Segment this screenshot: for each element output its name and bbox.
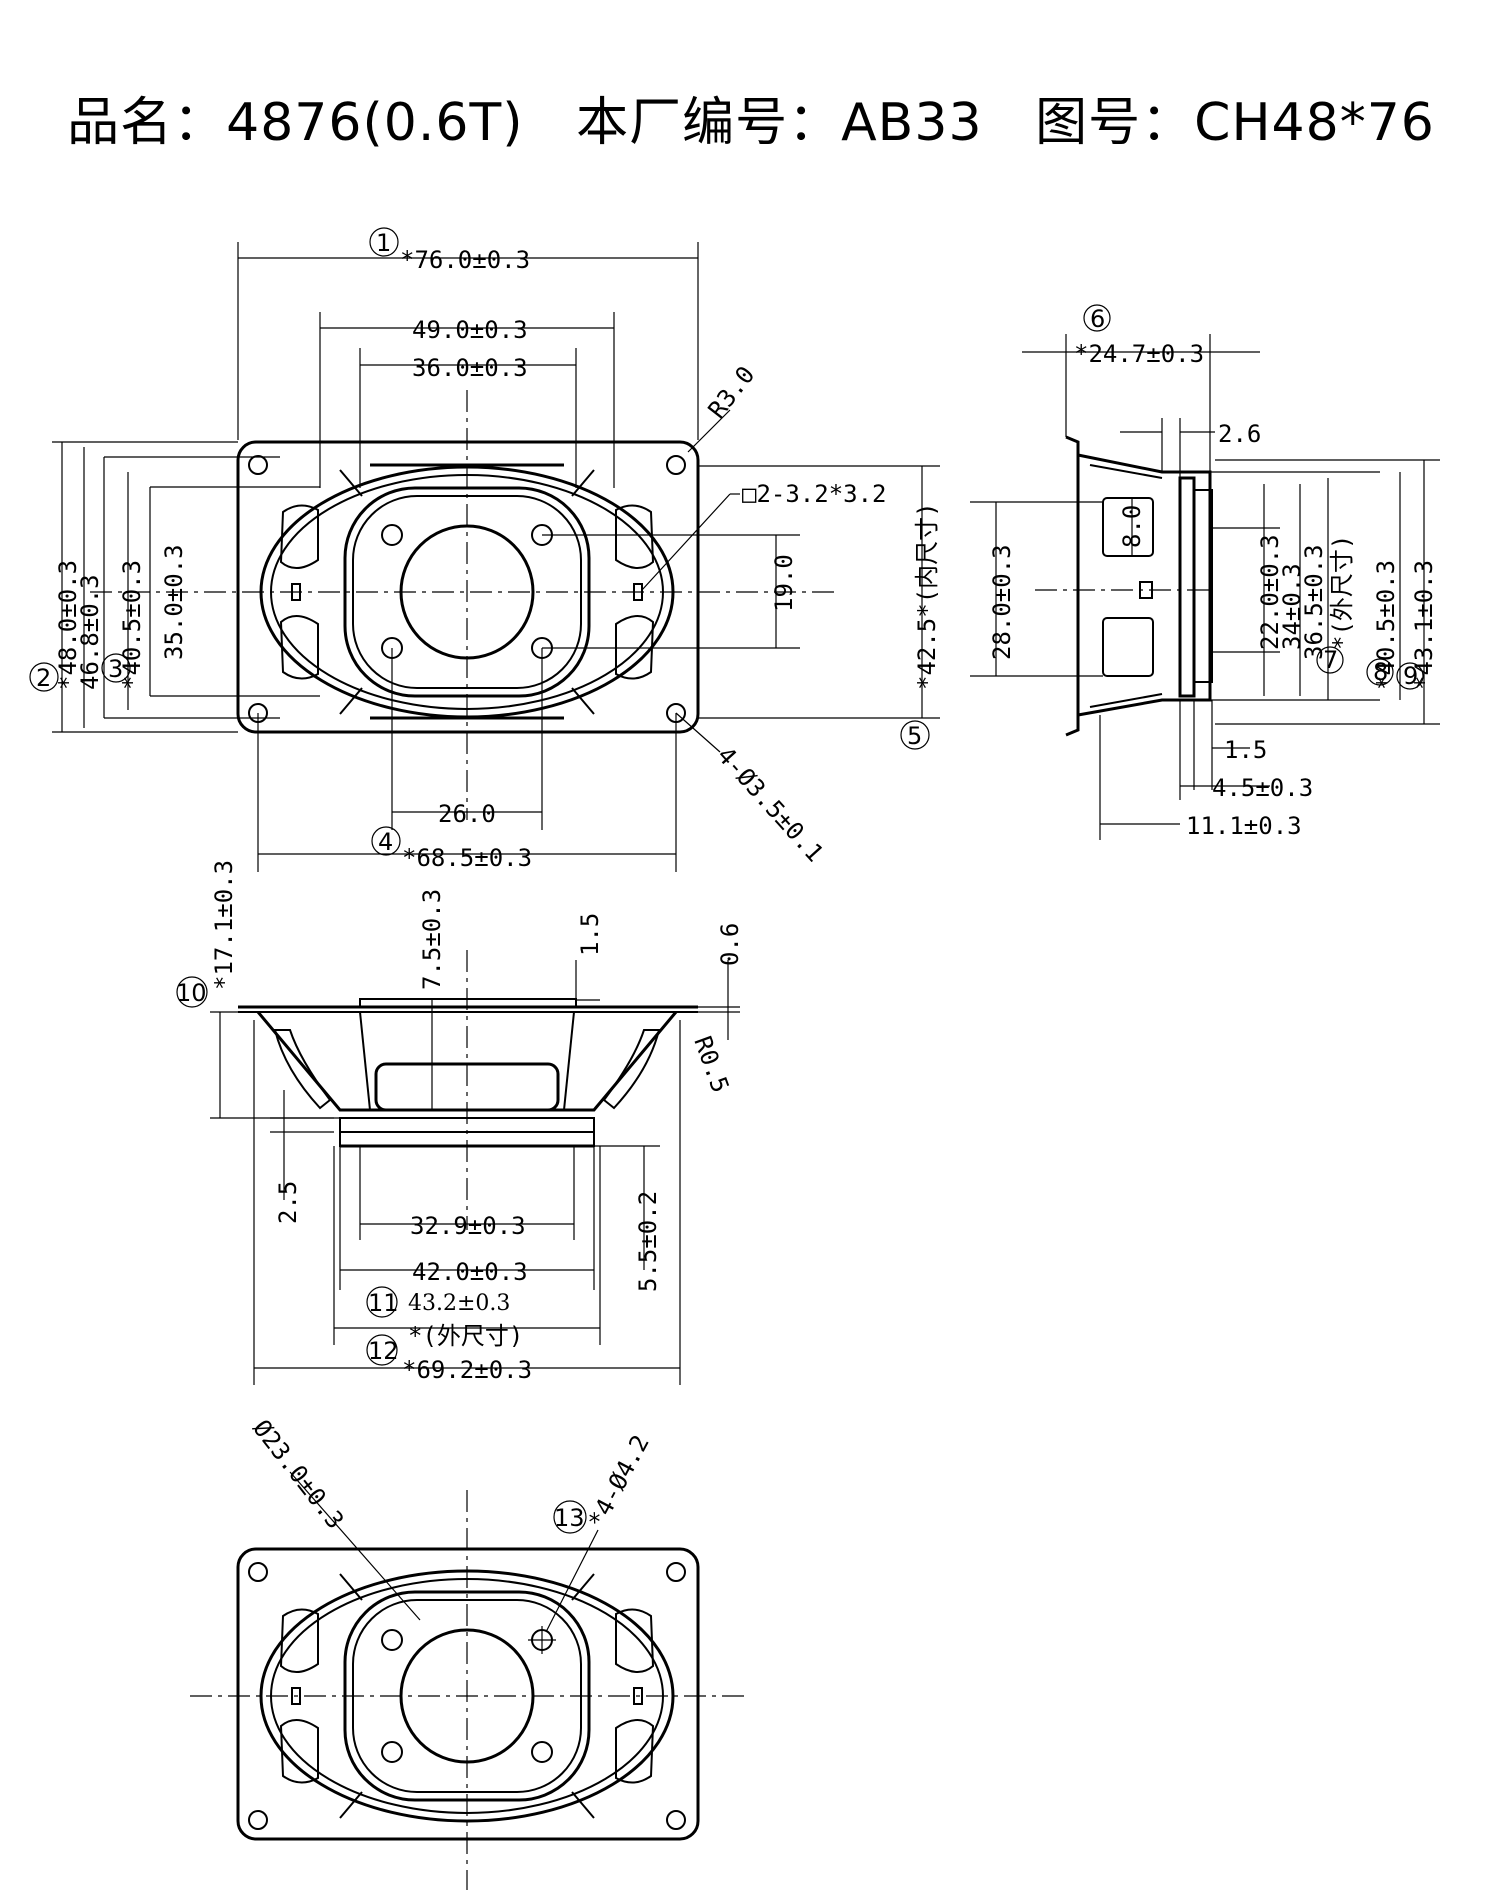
dim-23: Ø23.0±0.3 xyxy=(247,1414,349,1534)
dim-46-8: 46.8±0.3 xyxy=(76,574,104,690)
dim-bottom-outer-note: *(外尺寸) xyxy=(408,1322,523,1350)
dim-5-5: 5.5±0.2 xyxy=(634,1191,662,1292)
marker-1: 1 xyxy=(376,229,391,257)
dim-7-5: 7.5±0.3 xyxy=(418,889,446,990)
dim-42-5: *42.5*(内尺寸) xyxy=(913,502,941,690)
dim-68-5: *68.5±0.3 xyxy=(402,844,532,872)
dim-42: 42.0±0.3 xyxy=(412,1258,528,1286)
dim-26: 26.0 xyxy=(438,800,496,828)
dim-32-9: 32.9±0.3 xyxy=(410,1212,526,1240)
dim-8: 8.0 xyxy=(1118,505,1146,548)
dim-43-1: *43.1±0.3 xyxy=(1410,560,1438,690)
product-name: 4876(0.6T) xyxy=(226,93,524,153)
factory-no-label: 本厂编号： xyxy=(576,93,842,153)
marker-5: 5 xyxy=(907,722,922,750)
dim-0-6: 0.6 xyxy=(716,923,744,966)
dim-40-5: *40.5±0.3 xyxy=(118,560,146,690)
dim-bottom-1-5: 1.5 xyxy=(576,913,604,956)
marker-4: 4 xyxy=(378,828,393,856)
drawing-no: CH48*76 xyxy=(1194,93,1435,153)
dim-35: 35.0±0.3 xyxy=(160,544,188,660)
dim-side-40-5: *40.5±0.3 xyxy=(1372,560,1400,690)
dim-19: 19.0 xyxy=(770,554,798,612)
marker-8: 8 xyxy=(1373,658,1388,686)
marker-11: 11 xyxy=(368,1289,399,1317)
dim-36-5: 36.5±0.3 xyxy=(1300,544,1328,660)
dim-49: 49.0±0.3 xyxy=(412,316,528,344)
dim-69-2: *69.2±0.3 xyxy=(402,1356,532,1384)
product-name-label: 品名： xyxy=(67,93,227,153)
dim-4-2: *4-Ø4.2 xyxy=(583,1430,655,1532)
drawing-no-label: 图号： xyxy=(1035,93,1195,153)
dim-4-5: 4.5±0.3 xyxy=(1212,774,1313,802)
factory-no: AB33 xyxy=(841,93,983,153)
dim-slot: □2-3.2*3.2 xyxy=(742,480,887,508)
dim-side-1-5: 1.5 xyxy=(1224,736,1267,764)
dim-48: *48.0±0.3 xyxy=(54,560,82,690)
marker-3: 3 xyxy=(108,655,123,683)
marker-12: 12 xyxy=(368,1337,399,1365)
dim-2-5: 2.5 xyxy=(274,1181,302,1224)
marker-13: 13 xyxy=(554,1504,585,1532)
dim-76: *76.0±0.3 xyxy=(400,246,530,274)
marker-10: 10 xyxy=(176,979,207,1007)
drawing-title: 品名：4876(0.6T) 本厂编号：AB33 图号：CH48*76 xyxy=(0,80,1502,155)
marker-7: 7 xyxy=(1323,646,1338,674)
marker-9: 9 xyxy=(1403,662,1418,690)
dim-43-2: 43.2±0.3 xyxy=(408,1291,510,1316)
marker-2: 2 xyxy=(36,664,51,692)
dim-11-1: 11.1±0.3 xyxy=(1186,812,1302,840)
dim-17-1: *17.1±0.3 xyxy=(210,860,238,990)
dim-22: 22.0±0.3 xyxy=(1256,534,1284,650)
marker-6: 6 xyxy=(1090,305,1105,333)
dim-34: 34±0.3 xyxy=(1278,563,1306,650)
dim-28: 28.0±0.3 xyxy=(988,544,1016,660)
dim-2-6: 2.6 xyxy=(1218,420,1261,448)
dim-outer-note: *(外尺寸) xyxy=(1328,535,1356,650)
dim-24-7: *24.7±0.3 xyxy=(1074,340,1204,368)
dim-36: 36.0±0.3 xyxy=(412,354,528,382)
